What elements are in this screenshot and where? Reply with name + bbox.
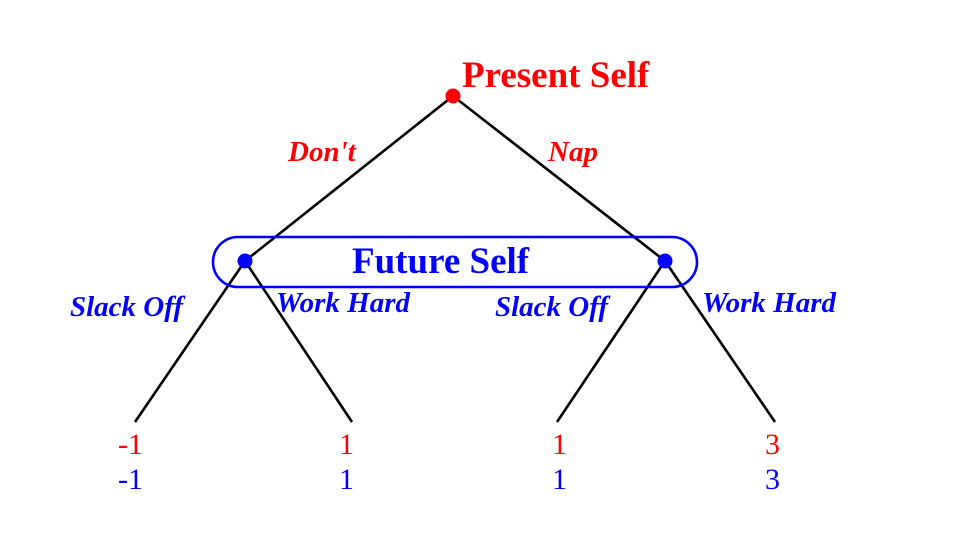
node-future-self-left [237, 253, 253, 269]
action-label-work-hard-left: Work Hard [276, 287, 411, 319]
action-label-work-hard-right: Work Hard [702, 287, 837, 319]
action-label-slack-off-right: Slack Off [495, 291, 609, 323]
action-label-nap: Nap [548, 136, 598, 168]
edge-slack-off-right [555, 260, 667, 423]
edge-work-hard-left [243, 260, 354, 423]
payoff-present-1: 1 [339, 428, 354, 461]
node-present-self [445, 88, 461, 104]
action-label-dont: Don't [288, 136, 356, 168]
action-label-slack-off-left: Slack Off [70, 291, 184, 323]
player-label-present-self: Present Self [462, 55, 650, 96]
payoff-future-1: 1 [339, 463, 354, 496]
information-set-oval [211, 235, 699, 289]
edge-nap [452, 94, 666, 263]
payoff-present-0: -1 [118, 428, 143, 461]
payoff-present-2: 1 [552, 428, 567, 461]
edge-work-hard-right [663, 260, 777, 423]
edge-slack-off-left [133, 260, 247, 423]
edge-dont [244, 94, 454, 263]
node-future-self-right [657, 253, 673, 269]
payoff-present-3: 3 [765, 428, 780, 461]
payoff-future-0: -1 [118, 463, 143, 496]
payoff-future-2: 1 [552, 463, 567, 496]
player-label-future-self: Future Self [352, 241, 530, 282]
payoff-future-3: 3 [765, 463, 780, 496]
